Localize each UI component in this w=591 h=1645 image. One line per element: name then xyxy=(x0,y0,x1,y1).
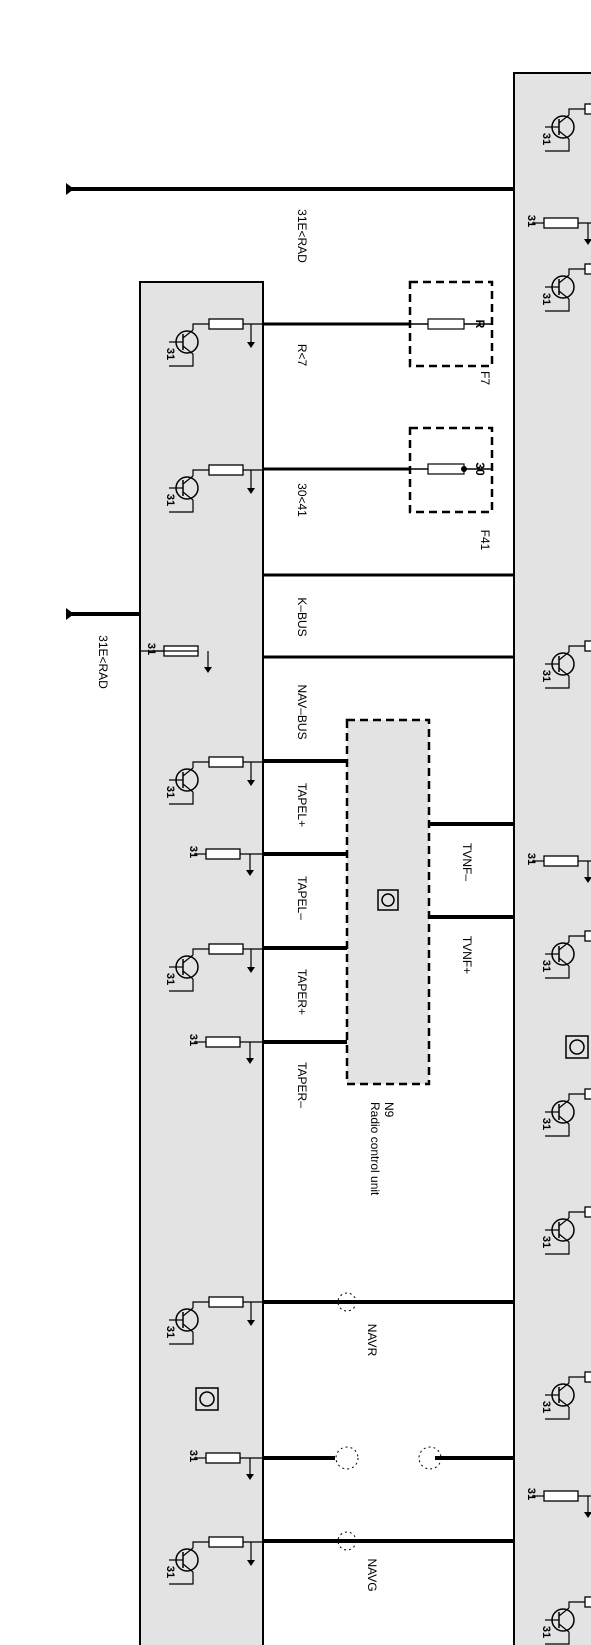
resistor-icon xyxy=(584,263,591,275)
left-component-panel xyxy=(139,281,264,1645)
label-f41: F41 xyxy=(478,530,492,551)
ground-label: 31 xyxy=(164,973,176,985)
connector-right-icon xyxy=(418,1446,442,1470)
transistor-circuit: 31 xyxy=(540,1206,591,1255)
resistor-icon xyxy=(208,943,244,955)
transistor-circuit: 31 xyxy=(540,1371,591,1420)
label-f7: F7 xyxy=(478,371,492,385)
mid-arrow-icon xyxy=(66,608,74,620)
transistor-circuit: 31 xyxy=(164,1296,263,1345)
transistor-circuit: 31 xyxy=(164,756,263,805)
resistor-icon xyxy=(543,855,579,867)
transistor-circuit: 31 xyxy=(164,464,263,513)
label-tvnf-minus: TVNF– xyxy=(460,843,474,881)
ground-label: 31 xyxy=(187,1450,199,1462)
label-mid-ground: 31E<RAD xyxy=(96,635,110,689)
top-arrow-icon xyxy=(66,183,74,195)
label-tapel-minus: TAPEL– xyxy=(295,876,309,920)
resistor-icon xyxy=(208,756,244,768)
ground-label: 31 xyxy=(164,494,176,506)
ground-label: 31 xyxy=(540,670,552,682)
label-navbus: NAV–BUS xyxy=(295,684,309,739)
resistor-circuit: 31 xyxy=(187,1450,263,1480)
component-symbols: 31 31 31 31 31 31 31 31 31 31 31 31 31 31 31 31 31 31 31 31… xyxy=(140,103,591,1645)
ground-label: 31 xyxy=(540,133,552,145)
ground-label: 31 xyxy=(540,1626,552,1638)
transistor-circuit: 31 xyxy=(540,1596,591,1645)
label-taper-plus: TAPER+ xyxy=(295,969,309,1015)
resistor-icon xyxy=(205,1452,241,1464)
transistor-circuit: 31 xyxy=(164,1536,263,1585)
label-navr: NAVR xyxy=(365,1324,379,1357)
label-top-ground: 31E<RAD xyxy=(295,209,309,263)
radio-control-unit-box xyxy=(345,718,431,1086)
connector-left-icon xyxy=(335,1446,359,1470)
label-r7: R<7 xyxy=(295,344,309,367)
fuse-f41-pin: 30 xyxy=(473,462,487,476)
ground-label: 31 xyxy=(540,960,552,972)
resistor-icon xyxy=(543,1490,579,1502)
resistor-icon xyxy=(543,217,579,229)
transistor-circuit: 31 xyxy=(540,263,591,312)
ground-label: 31 xyxy=(525,853,537,865)
resistor-icon xyxy=(208,1296,244,1308)
resistor-circuit: 31 xyxy=(525,853,591,883)
resistor-circuit: 31 xyxy=(525,215,591,245)
resistor-icon xyxy=(584,640,591,652)
resistor-icon xyxy=(208,464,244,476)
ground-label: 31 xyxy=(540,1401,552,1413)
ground-label: 31 xyxy=(164,348,176,360)
left-module-symbol-icon xyxy=(195,1387,219,1411)
resistor-icon xyxy=(584,930,591,942)
label-30-41: 30<41 xyxy=(295,483,309,517)
transistor-circuit: 31 xyxy=(164,318,263,367)
right-module-symbol-icon xyxy=(565,1035,589,1059)
transistor-circuit: 31 xyxy=(540,930,591,979)
fuse-f41-dot xyxy=(461,466,467,472)
resistor-icon xyxy=(584,1206,591,1218)
transistor-circuit: 31 xyxy=(164,943,263,992)
label-tvnf-plus: TVNF+ xyxy=(460,936,474,974)
transistor-circuit: 31 xyxy=(540,640,591,689)
connector-navg-icon xyxy=(337,1531,357,1551)
ground-label: 31 xyxy=(525,215,537,227)
resistor-icon xyxy=(584,103,591,115)
ground-label: 31 xyxy=(145,643,157,655)
resistor-icon xyxy=(584,1371,591,1383)
fuse-f7-pin: R xyxy=(473,320,487,329)
ground-label: 31 xyxy=(164,786,176,798)
label-navg: NAVG xyxy=(365,1558,379,1591)
fuse-f41-element xyxy=(427,463,465,475)
label-tapel-plus: TAPEL+ xyxy=(295,783,309,827)
transistor-circuit: 31 xyxy=(540,1088,591,1137)
ground-label: 31 xyxy=(540,293,552,305)
module-symbol-icon xyxy=(377,889,399,911)
resistor-icon xyxy=(208,318,244,330)
ground-label: 31 xyxy=(164,1326,176,1338)
resistor-circuit: 31 xyxy=(187,846,263,876)
ground-label: 31 xyxy=(164,1566,176,1578)
ground-label: 31 xyxy=(540,1236,552,1248)
connector-navr-icon xyxy=(337,1292,357,1312)
module-label: N9 xyxy=(382,1102,396,1118)
resistor-icon xyxy=(584,1596,591,1608)
resistor-icon xyxy=(205,1036,241,1048)
ground-label: 31 xyxy=(187,846,199,858)
resistor-circuit: 31 xyxy=(187,1034,263,1064)
module-name: Radio control unit xyxy=(368,1102,382,1196)
ground-label: 31 xyxy=(540,1118,552,1130)
resistor-circuit: 31 xyxy=(525,1488,591,1518)
resistor-icon xyxy=(208,1536,244,1548)
resistor-circuit: 31 xyxy=(140,643,212,673)
resistor-icon xyxy=(205,848,241,860)
label-kbus: K–BUS xyxy=(295,597,309,636)
label-taper-minus: TAPER– xyxy=(295,1062,309,1108)
fuse-f41-box xyxy=(408,426,494,514)
resistor-icon xyxy=(584,1088,591,1100)
transistor-circuit: 31 xyxy=(540,103,591,152)
ground-label: 31 xyxy=(187,1034,199,1046)
fuse-f7-element xyxy=(427,318,465,330)
ground-label: 31 xyxy=(525,1488,537,1500)
